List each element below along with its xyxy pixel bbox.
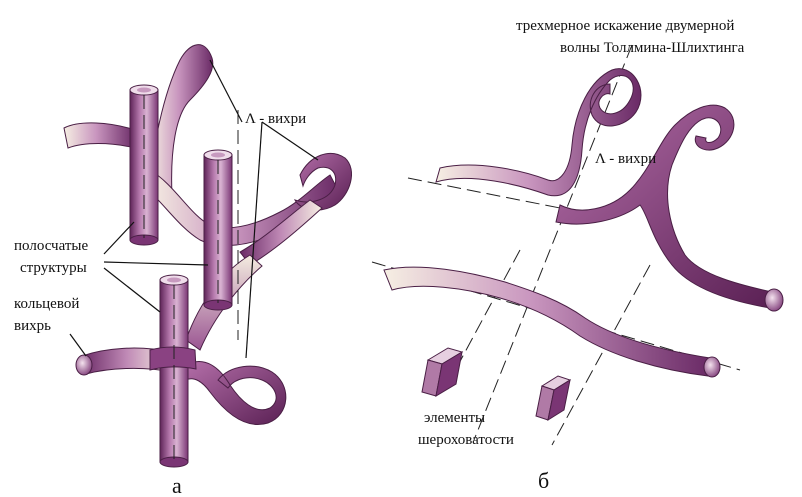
leg-left-upper xyxy=(64,123,135,148)
leader-ring-vortex xyxy=(70,334,86,356)
label-striped-structures-line1: полосчатые xyxy=(14,238,88,254)
distorted-wave-upper-right xyxy=(556,105,772,308)
wave-upper-end-cap xyxy=(765,289,783,311)
ring-vortex-leg-front xyxy=(150,347,196,370)
wave-lower-end-cap xyxy=(704,357,720,377)
roughness-element-2 xyxy=(536,376,570,420)
roughness-element-1 xyxy=(422,348,462,396)
panel-a-letter: а xyxy=(172,473,182,497)
label-striped-structures-line2: структуры xyxy=(20,260,87,276)
panel-b: трехмерное искажение двумерной волны Тол… xyxy=(372,18,783,493)
label-lambda-vortices-a: Λ - вихри xyxy=(245,111,306,127)
label-tollmien-line1: трехмерное искажение двумерной xyxy=(516,18,734,34)
label-roughness-line2: шероховатости xyxy=(418,432,514,448)
label-tollmien-line2: волны Толлмина-Шлихтинга xyxy=(560,40,745,56)
leader-striped-3 xyxy=(104,268,160,312)
leader-striped-2 xyxy=(104,262,208,265)
distorted-wave-upper xyxy=(436,69,641,196)
label-ring-vortex-line1: кольцевой xyxy=(14,296,79,312)
label-ring-vortex-line2: вихрь xyxy=(14,318,51,334)
panel-a: Λ - вихри полосчатые структуры кольцевой… xyxy=(14,45,352,497)
panel-b-letter: б xyxy=(538,468,549,493)
hairpin-loop-bottom xyxy=(186,362,286,425)
label-lambda-vortices-b: Λ - вихри xyxy=(595,151,656,167)
ring-vortex-end-cap xyxy=(76,355,92,375)
leader-lambda-a-1 xyxy=(210,60,242,122)
leader-lambda-a-2 xyxy=(262,122,318,160)
label-roughness-line1: элементы xyxy=(424,410,485,426)
